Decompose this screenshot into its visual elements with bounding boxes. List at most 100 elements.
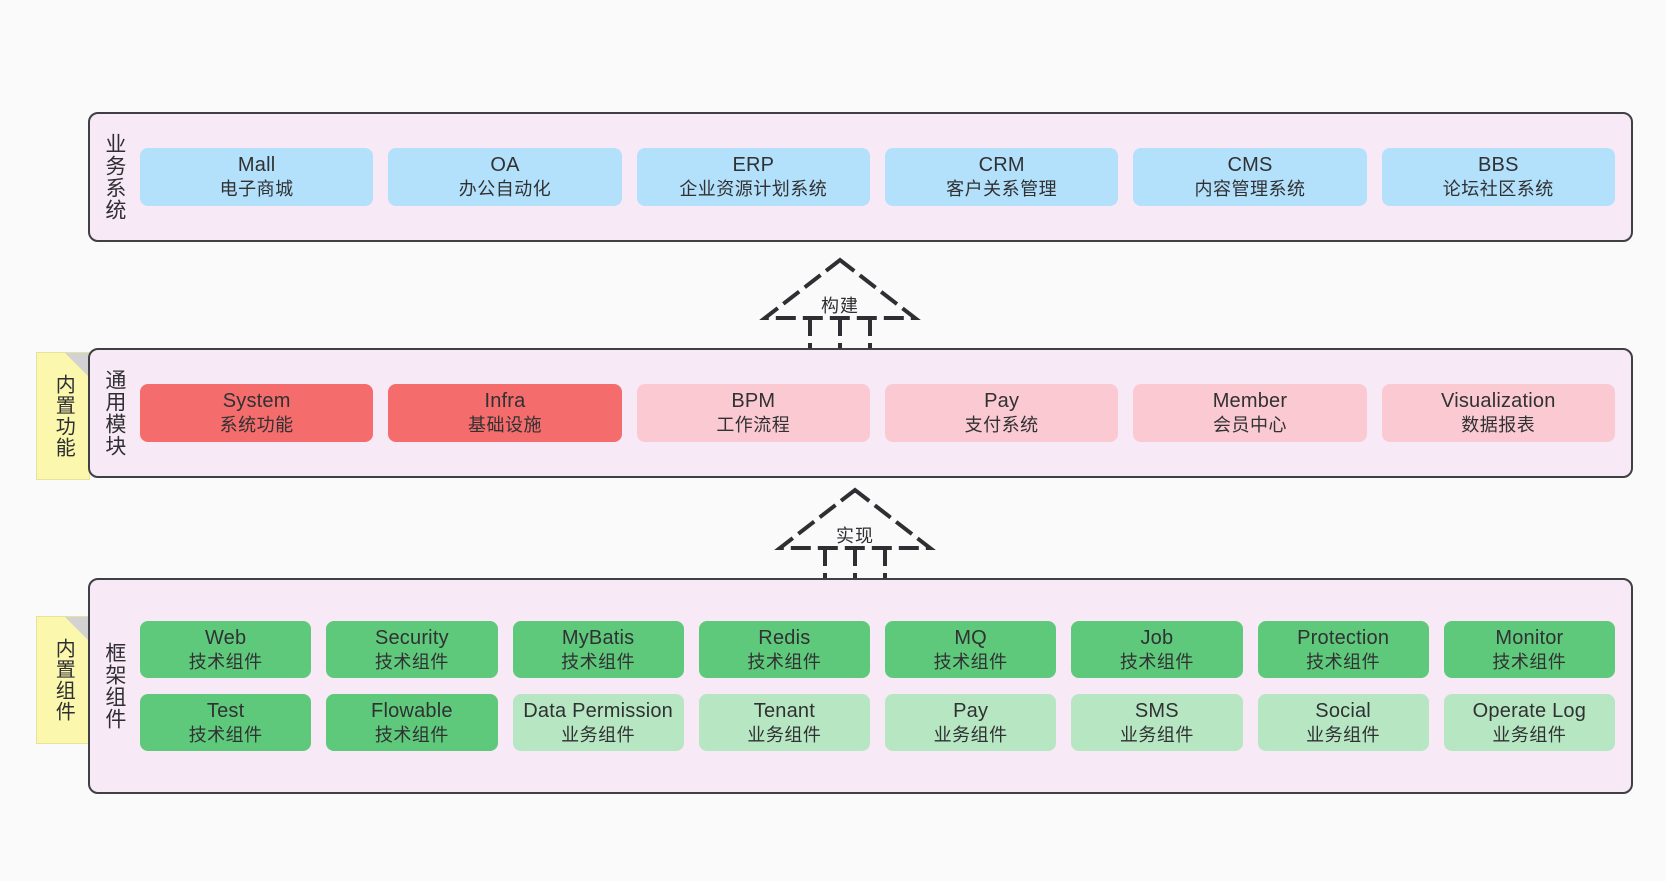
layer-title-business: 业务系统 [102,133,126,221]
sticky-label: 内置功能 [52,374,75,458]
box-label-cn: 技术组件 [374,651,449,672]
box-label-cn: 客户关系管理 [946,179,1058,200]
box-cms[interactable]: CMS 内容管理系统 [1133,148,1367,206]
box-bbs[interactable]: BBS 论坛社区系统 [1381,148,1615,206]
box-label-en: Web [204,626,247,649]
box-label-cn: 技术组件 [1306,651,1381,672]
box-data-permission[interactable]: Data Permission 业务组件 [512,694,684,752]
box-label-cn: 数据报表 [1461,415,1536,436]
box-label-en: Flowable [371,700,453,722]
layer-general-modules: 通用模块 System 系统功能 Infra 基础设施 BPM 工作流程 Pay… [88,348,1633,478]
box-label-en: CRM [978,154,1025,177]
general-modules-row: System 系统功能 Infra 基础设施 BPM 工作流程 Pay 支付系统… [140,384,1615,442]
box-label-cn: 会员中心 [1212,415,1287,436]
box-label-en: MQ [954,626,987,649]
box-pay-module[interactable]: Pay 支付系统 [884,384,1119,442]
box-sms[interactable]: SMS 业务组件 [1071,694,1243,752]
box-label-en: Redis [758,626,811,649]
box-crm[interactable]: CRM 客户关系管理 [884,148,1119,206]
sticky-note-builtin-components: 内置组件 [36,616,90,744]
box-label-cn: 工作流程 [716,415,791,436]
layer-business-systems: 业务系统 Mall 电子商城 OA 办公自动化 ERP 企业资源计划系统 CRM… [88,112,1633,242]
framework-business-row: Test 技术组件 Flowable 技术组件 Data Permission … [140,694,1615,752]
box-label-cn: 业务组件 [1119,725,1194,745]
box-label-en: Mall [237,154,276,177]
layer-title-modules: 通用模块 [102,369,126,457]
box-monitor[interactable]: Monitor 技术组件 [1443,620,1615,678]
box-label-en: Protection [1297,626,1390,649]
box-redis[interactable]: Redis 技术组件 [698,620,870,678]
sticky-label: 内置组件 [52,638,75,722]
layer-body-framework: Web 技术组件 Security 技术组件 MyBatis 技术组件 Redi… [138,580,1631,792]
box-label-en: Infra [484,390,526,413]
connector-label-implements: 实现 [836,526,874,546]
box-label-cn: 业务组件 [1306,725,1381,745]
box-pay-component[interactable]: Pay 业务组件 [885,694,1057,752]
box-label-cn: 基础设施 [467,415,542,436]
box-label-cn: 技术组件 [933,651,1008,672]
connector-label-build: 构建 [821,296,859,316]
box-label-en: BPM [731,390,776,413]
box-flowable[interactable]: Flowable 技术组件 [326,694,498,752]
box-job[interactable]: Job 技术组件 [1071,620,1243,678]
box-label-cn: 技术组件 [561,651,636,672]
box-security[interactable]: Security 技术组件 [326,620,498,678]
box-label-en: CMS [1227,154,1273,177]
box-label-en: System [222,390,291,413]
box-label-cn: 技术组件 [747,651,822,672]
box-label-en: SMS [1134,700,1179,722]
box-label-cn: 技术组件 [188,651,263,672]
box-label-cn: 企业资源计划系统 [679,179,828,200]
box-label-en: Social [1315,700,1371,722]
box-visualization[interactable]: Visualization 数据报表 [1381,384,1615,442]
box-label-en: MyBatis [561,626,635,649]
box-label-en: Test [206,700,245,722]
box-operate-log[interactable]: Operate Log 业务组件 [1443,694,1615,752]
box-label-cn: 业务组件 [561,725,636,745]
box-label-en: Pay [953,700,989,722]
box-label-en: Security [374,626,449,649]
box-infra[interactable]: Infra 基础设施 [388,384,622,442]
sticky-note-builtin-functions: 内置功能 [36,352,90,480]
box-mybatis[interactable]: MyBatis 技术组件 [512,620,684,678]
box-label-cn: 系统功能 [219,415,294,436]
box-label-en: Tenant [753,700,815,722]
box-erp[interactable]: ERP 企业资源计划系统 [636,148,870,206]
box-label-en: Operate Log [1472,700,1587,722]
box-label-cn: 办公自动化 [458,179,552,200]
layer-title-framework: 框架组件 [102,642,126,730]
box-label-en: Member [1212,390,1288,413]
box-system[interactable]: System 系统功能 [140,384,374,442]
box-mq[interactable]: MQ 技术组件 [885,620,1057,678]
business-systems-row: Mall 电子商城 OA 办公自动化 ERP 企业资源计划系统 CRM 客户关系… [140,148,1615,206]
box-protection[interactable]: Protection 技术组件 [1257,620,1429,678]
box-label-en: Data Permission [523,700,673,722]
framework-tech-row: Web 技术组件 Security 技术组件 MyBatis 技术组件 Redi… [140,620,1615,678]
box-web[interactable]: Web 技术组件 [140,620,312,678]
box-label-cn: 技术组件 [1119,651,1194,672]
box-label-cn: 业务组件 [747,725,822,745]
box-label-en: Visualization [1441,390,1556,413]
box-label-en: Monitor [1495,626,1564,649]
box-label-cn: 技术组件 [374,725,449,745]
box-bpm[interactable]: BPM 工作流程 [636,384,870,442]
layer-framework-components: 框架组件 Web 技术组件 Security 技术组件 MyBatis 技术组件… [88,578,1633,794]
box-test[interactable]: Test 技术组件 [140,694,312,752]
layer-body-modules: System 系统功能 Infra 基础设施 BPM 工作流程 Pay 支付系统… [138,350,1631,476]
box-label-en: Pay [984,390,1020,413]
box-tenant[interactable]: Tenant 业务组件 [698,694,870,752]
box-label-en: OA [490,154,520,177]
connector-build: 构建 [755,252,925,352]
box-oa[interactable]: OA 办公自动化 [388,148,622,206]
box-label-cn: 技术组件 [188,725,263,745]
box-label-en: BBS [1477,154,1519,177]
box-social[interactable]: Social 业务组件 [1257,694,1429,752]
box-mall[interactable]: Mall 电子商城 [140,148,374,206]
box-label-en: Job [1140,626,1174,649]
box-label-cn: 支付系统 [964,415,1039,436]
box-member[interactable]: Member 会员中心 [1133,384,1367,442]
box-label-cn: 业务组件 [933,725,1008,745]
connector-implements: 实现 [770,482,940,582]
box-label-cn: 技术组件 [1492,651,1567,672]
box-label-cn: 业务组件 [1492,725,1567,745]
